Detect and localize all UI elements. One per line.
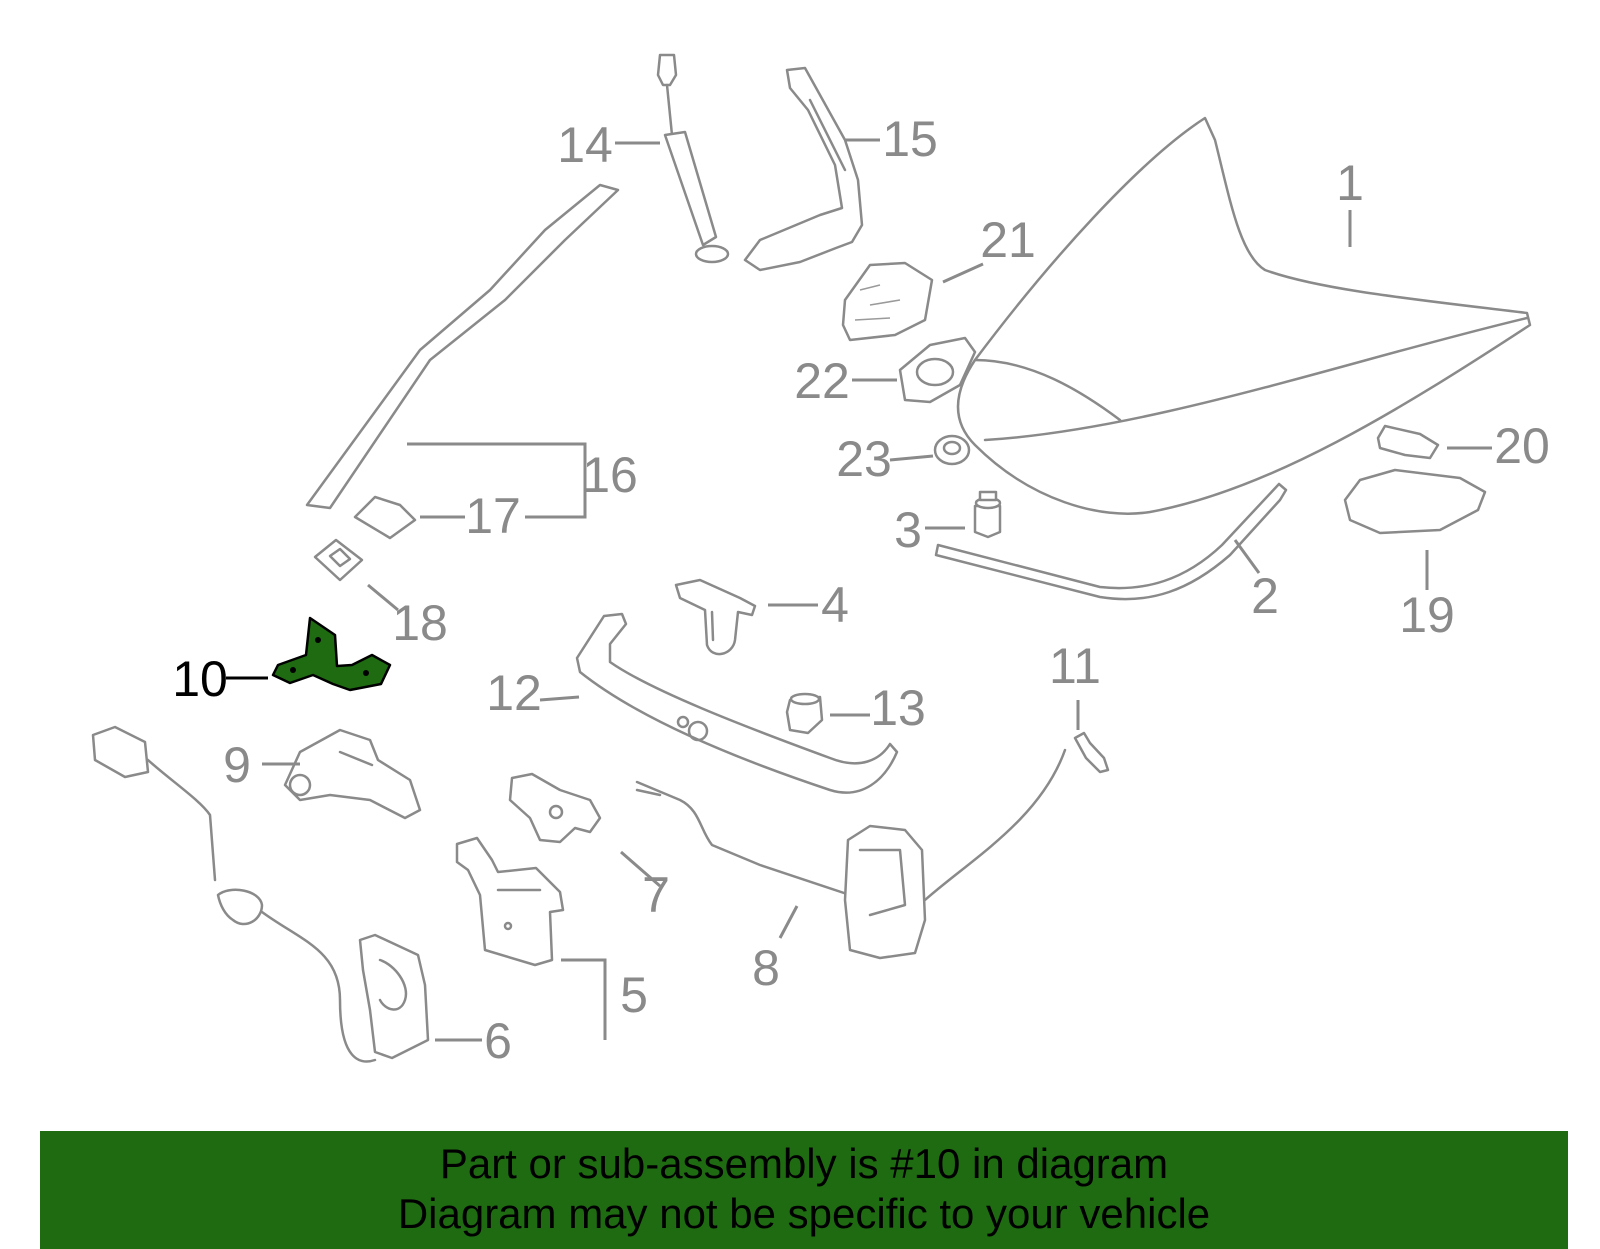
part-11-clip <box>1073 731 1110 774</box>
callout-labels: 1 2 3 4 5 6 7 8 9 10 11 12 13 14 15 16 1… <box>172 111 1550 1069</box>
wiring-harness <box>91 725 377 1063</box>
callout-6[interactable]: 6 <box>484 1013 512 1069</box>
part-6-latch <box>358 933 430 1060</box>
callout-23[interactable]: 23 <box>836 431 892 487</box>
part-14-strut <box>656 53 730 264</box>
leader-8 <box>778 905 799 939</box>
leader-18 <box>367 583 399 612</box>
leader-16 <box>407 442 587 519</box>
callout-4[interactable]: 4 <box>821 577 849 633</box>
callout-14[interactable]: 14 <box>557 117 613 173</box>
leader-2 <box>1233 539 1261 574</box>
callout-3[interactable]: 3 <box>894 502 922 558</box>
banner-disclaimer-text: Diagram may not be specific to your vehi… <box>397 1190 1211 1237</box>
callout-19[interactable]: 19 <box>1399 587 1455 643</box>
leader-23 <box>889 454 934 462</box>
callout-10[interactable]: 10 <box>172 651 228 707</box>
callout-20[interactable]: 20 <box>1494 418 1550 474</box>
callout-18[interactable]: 18 <box>392 595 448 651</box>
callout-8[interactable]: 8 <box>752 940 780 996</box>
part-16-weatherstrip <box>305 183 620 510</box>
leader-21 <box>942 262 984 284</box>
callout-16[interactable]: 16 <box>582 447 638 503</box>
callout-2[interactable]: 2 <box>1251 568 1279 624</box>
leader-12 <box>539 695 580 702</box>
part-23-grommet <box>933 434 971 466</box>
part-5-lock-body <box>455 836 565 967</box>
callout-17[interactable]: 17 <box>465 488 521 544</box>
part-15-hinge-arm <box>743 66 864 272</box>
callout-7[interactable]: 7 <box>642 867 670 923</box>
callout-12[interactable]: 12 <box>486 665 542 721</box>
part-18-pad <box>313 538 364 582</box>
callout-13[interactable]: 13 <box>870 680 926 736</box>
part-1-hood <box>956 116 1532 515</box>
callout-1[interactable]: 1 <box>1336 155 1364 211</box>
part-13-grommet <box>785 692 824 735</box>
part-20-lamp <box>1376 424 1440 460</box>
part-22-bezel <box>898 336 977 404</box>
info-banner: Part or sub-assembly is #10 in diagram D… <box>40 1131 1568 1249</box>
callout-5[interactable]: 5 <box>620 967 648 1023</box>
leader-7 <box>620 850 661 888</box>
callout-22[interactable]: 22 <box>794 353 850 409</box>
banner-part-text: Part or sub-assembly is #10 in diagram <box>439 1140 1169 1187</box>
leader-5 <box>561 958 607 995</box>
callout-11[interactable]: 11 <box>1049 638 1101 694</box>
part-3-bumper <box>973 490 1002 539</box>
callout-9[interactable]: 9 <box>223 737 251 793</box>
part-2-seal <box>934 482 1288 601</box>
part-21-cover <box>841 261 934 342</box>
part-4-bracket <box>674 578 757 656</box>
part-7-mount <box>508 772 602 844</box>
callout-21[interactable]: 21 <box>980 212 1036 268</box>
part-10-hinge-bracket <box>271 616 392 692</box>
part-12-front-trim <box>575 612 899 794</box>
leader-lines <box>226 138 1492 1042</box>
part-17-pad <box>353 495 417 540</box>
callout-15[interactable]: 15 <box>882 111 938 167</box>
part-8-release-handle <box>635 748 1067 960</box>
part-9-actuator <box>283 728 422 820</box>
part-19-tray <box>1343 468 1487 535</box>
